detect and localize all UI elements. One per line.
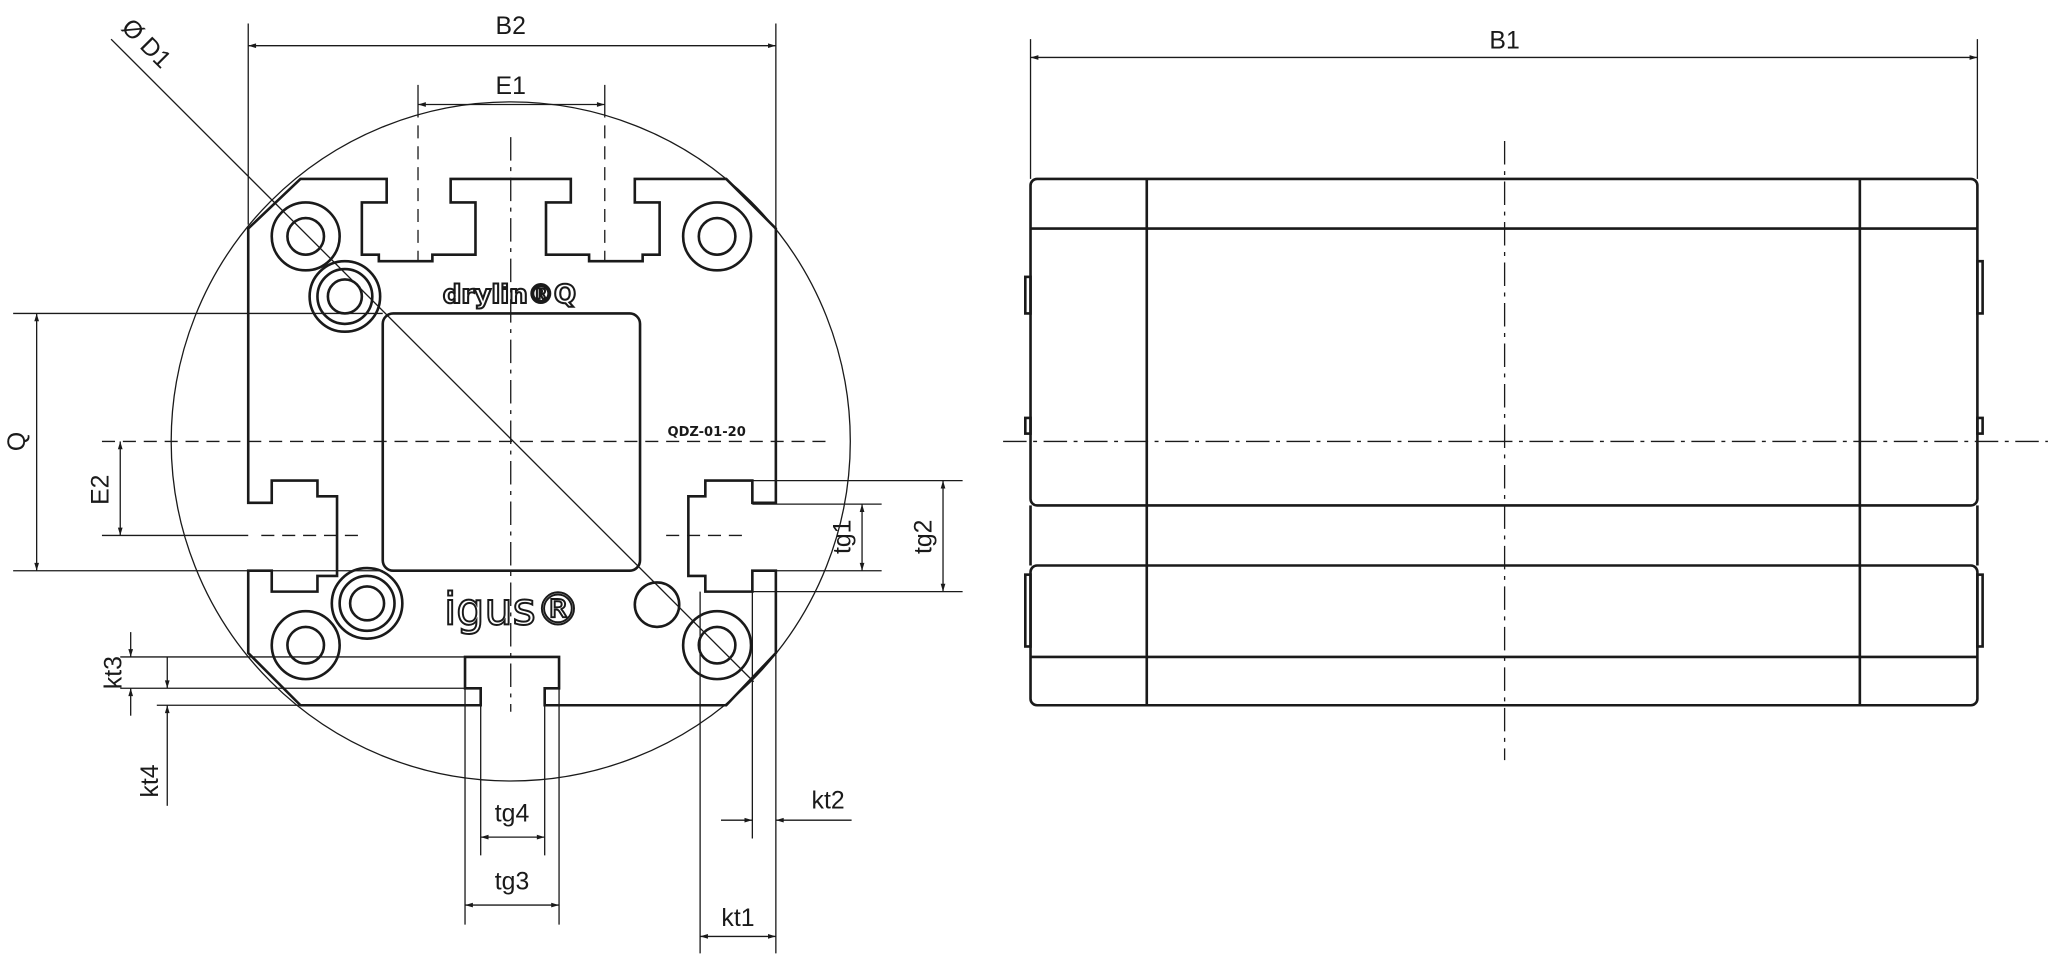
mounting-holes [270,201,753,681]
label-tg1: tg1 [829,520,856,554]
label-e2: E2 [87,475,114,505]
end-cap-tabs [1024,259,1984,648]
front-view: drylin®Q igus® QDZ-01-20 B2 E1 Ø D1 Q E2… [4,13,963,954]
side-view: B1 [1003,27,2048,761]
label-q: Q [4,432,31,451]
label-kt4: kt4 [137,764,164,797]
brand-text: drylin®Q [443,280,576,310]
label-kt1: kt1 [721,905,754,932]
diameter-leader [110,38,755,683]
part-code: QDZ-01-20 [667,425,745,440]
label-b1: B1 [1489,27,1519,54]
label-kt3: kt3 [101,656,128,689]
profile-outline [246,177,778,707]
igus-logo: igus® [444,584,580,635]
label-tg3: tg3 [495,868,529,895]
label-b2: B2 [496,13,526,40]
label-tg2: tg2 [910,520,937,554]
label-tg4: tg4 [495,800,530,827]
label-d1: Ø D1 [116,14,176,74]
label-e1: E1 [496,73,526,100]
label-kt2: kt2 [812,787,845,814]
